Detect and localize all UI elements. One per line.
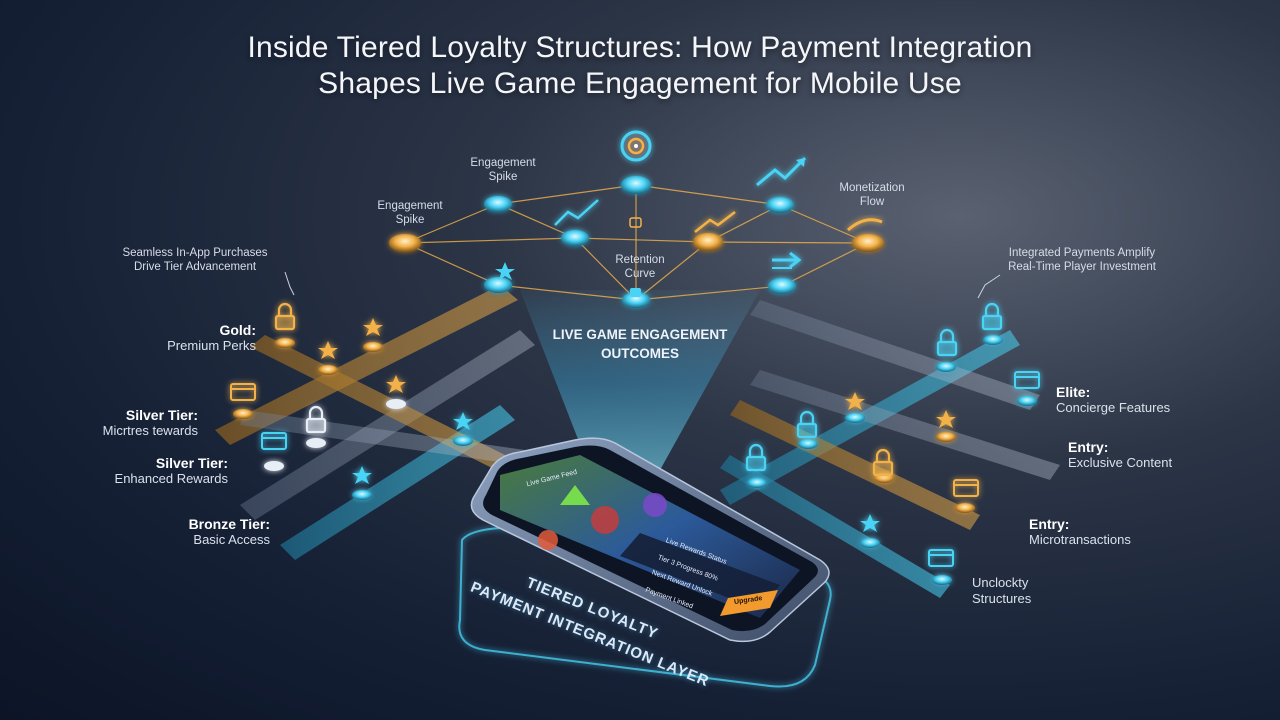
right-tier-roads	[720, 300, 1060, 598]
road-exclusive	[750, 370, 1060, 480]
road-micro	[720, 455, 950, 598]
road-elite-cross	[750, 300, 1040, 410]
node-right-top	[766, 197, 794, 213]
node-mid-left	[561, 230, 589, 246]
right-tier-entry-exclusive: Entry: Exclusive Content	[1068, 439, 1173, 470]
lock-icon-center	[630, 288, 641, 297]
engagement-outcomes-label: LIVE GAME ENGAGEMENT OUTCOMES	[552, 327, 728, 361]
node-top	[621, 176, 651, 194]
right-tier-unclockty: Unclockty Structures	[972, 575, 1032, 606]
engagement-spike-label-left: Engagement Spike	[377, 200, 443, 226]
trend-up-icon	[756, 156, 807, 187]
base-platform	[458, 526, 832, 688]
node-bottom-left	[484, 277, 512, 293]
right-callout-leader	[977, 274, 1001, 299]
star-icon-network	[495, 262, 515, 280]
node-retention	[622, 292, 650, 308]
page-title-line-1: Inside Tiered Loyalty Structures: How Pa…	[247, 31, 1033, 64]
road-gold-diagonal	[215, 285, 518, 445]
arrow-right-icon	[772, 251, 802, 269]
network-edges	[404, 184, 869, 301]
left-tier-silver-2: Silver Tier: Enhanced Rewards	[114, 455, 228, 486]
left-road-nodes	[233, 338, 473, 500]
right-tier-entry-micro: Entry: Microtransactions	[1029, 516, 1131, 547]
monetization-flow-label: Monetization Flow	[839, 182, 905, 208]
lock-icon	[274, 302, 1003, 477]
smartphone-icon	[470, 437, 830, 643]
node-bottom-right	[768, 278, 796, 294]
node-spike-2	[484, 196, 512, 212]
trend-up-icon-gold	[694, 211, 736, 233]
node-monetization	[852, 234, 884, 252]
node-mid-right	[693, 233, 723, 251]
flow-arrow-icon	[847, 218, 883, 232]
target-icon	[620, 130, 652, 162]
left-tier-bronze: Bronze Tier: Basic Access	[188, 516, 270, 547]
star-icon	[318, 318, 956, 532]
page-title-line-2: Shapes Live Game Engagement for Mobile U…	[318, 67, 962, 100]
road-entry	[730, 400, 980, 530]
trend-up-icon-small	[554, 199, 599, 226]
left-callout: Seamless In-App Purchases Drive Tier Adv…	[122, 247, 268, 273]
retention-curve-label: Retention Curve	[615, 254, 665, 280]
road-silver-diagonal	[240, 330, 535, 520]
card-icon	[230, 371, 1040, 567]
left-tier-gold: Gold: Premium Perks	[167, 322, 256, 353]
left-callout-leader	[284, 271, 295, 296]
network-nodes	[389, 176, 884, 308]
shield-icon	[629, 217, 642, 228]
left-tier-silver-1: Silver Tier: Micrtres tewards	[102, 407, 198, 438]
right-callout: Integrated Payments Amplify Real-Time Pl…	[1008, 247, 1156, 273]
right-tier-elite: Elite: Concierge Features	[1056, 384, 1171, 415]
engagement-funnel-beam	[520, 290, 760, 470]
trend-up-arrowhead	[796, 158, 805, 167]
engagement-spike-label-top: Engagement Spike	[470, 157, 536, 183]
node-spike-1	[389, 234, 421, 252]
